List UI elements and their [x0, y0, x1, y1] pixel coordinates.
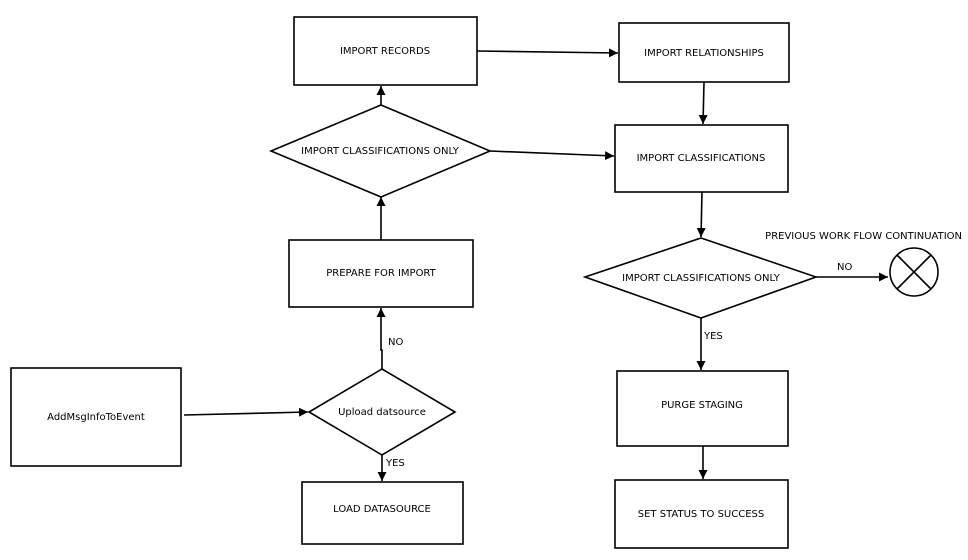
node-import-relationships: IMPORT RELATIONSHIPS	[618, 22, 790, 83]
edge-records-to-relationships	[476, 48, 619, 58]
node-import-classifications-only-2-label: IMPORT CLASSIFICATIONS ONLY	[622, 273, 781, 284]
node-import-records-label: IMPORT RECORDS	[340, 46, 430, 57]
edge-classonly1-to-classifications	[489, 150, 615, 161]
edge-label-upload-no: NO	[388, 337, 403, 348]
node-upload-datasource: Upload datsource	[307, 368, 457, 456]
edge-label-class-yes: YES	[703, 331, 723, 342]
node-load-datasource-label: LOAD DATASOURCE	[333, 504, 431, 515]
node-upload-datasource-label: Upload datsource	[338, 407, 426, 418]
node-import-relationships-label: IMPORT RELATIONSHIPS	[644, 48, 764, 59]
node-load-datasource: LOAD DATASOURCE	[301, 481, 464, 545]
edge-label-upload-yes: YES	[385, 458, 405, 469]
node-import-records: IMPORT RECORDS	[293, 16, 478, 86]
node-add-msg-info-label: AddMsgInfoToEvent	[47, 412, 145, 423]
node-import-classifications-only-1-label: IMPORT CLASSIFICATIONS ONLY	[301, 146, 460, 157]
node-prepare-for-import-label: PREPARE FOR IMPORT	[326, 268, 436, 279]
node-import-classifications-only-2: IMPORT CLASSIFICATIONS ONLY	[582, 237, 819, 319]
edge-relationships-to-classifications	[698, 81, 708, 125]
node-import-classifications-only-1: IMPORT CLASSIFICATIONS ONLY	[268, 104, 493, 198]
node-set-status-success-label: SET STATUS TO SUCCESS	[638, 509, 764, 520]
edge-classifications-to-classonly2	[696, 191, 706, 238]
node-prepare-for-import: PREPARE FOR IMPORT	[288, 239, 474, 308]
node-add-msg-info: AddMsgInfoToEvent	[10, 367, 182, 467]
edges	[183, 48, 888, 481]
node-import-classifications: IMPORT CLASSIFICATIONS	[614, 124, 789, 193]
edge-upload-to-prepare	[376, 308, 386, 369]
previous-workflow-label: PREVIOUS WORK FLOW CONTINUATION	[765, 231, 962, 242]
edge-addmsg-to-upload	[183, 407, 309, 417]
node-purge-staging: PURGE STAGING	[616, 370, 789, 447]
node-purge-staging-label: PURGE STAGING	[661, 400, 743, 411]
node-import-classifications-label: IMPORT CLASSIFICATIONS	[637, 153, 766, 164]
edge-label-class-no: NO	[837, 262, 852, 273]
circle-x-icon	[889, 247, 939, 297]
node-set-status-success: SET STATUS TO SUCCESS	[614, 479, 789, 549]
